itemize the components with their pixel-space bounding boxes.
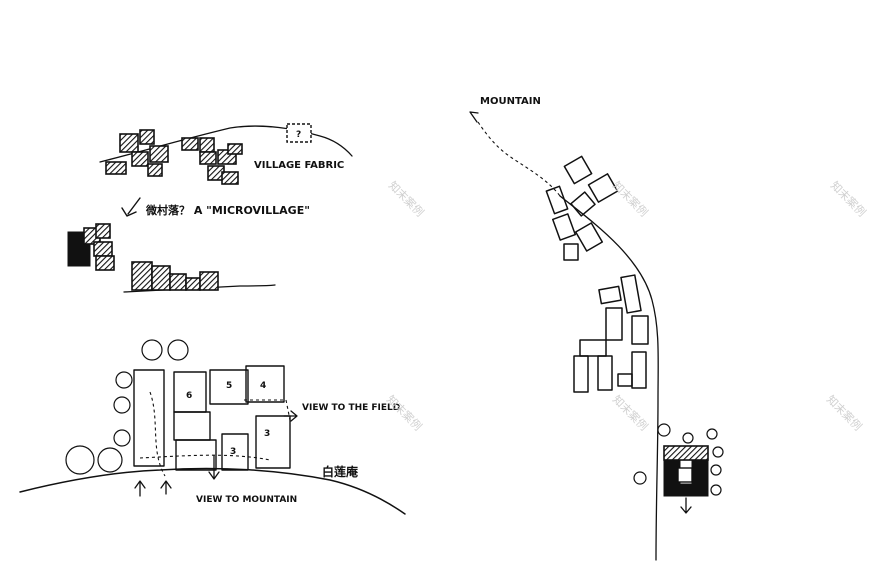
microvillage-arrow xyxy=(121,197,141,217)
plan-number-2: 5 xyxy=(226,381,232,391)
chinese-note-label: 白莲庵 xyxy=(322,464,359,479)
svg-text:?: ? xyxy=(296,130,301,140)
plan-number-4: 3 xyxy=(264,429,270,439)
view-to-the-field-label: VIEW TO THE FIELD xyxy=(302,403,400,413)
plan-number-3: 4 xyxy=(260,381,266,391)
watermark-2: 知末案例 xyxy=(610,178,651,219)
village-fabric-label: VILLAGE FABRIC xyxy=(254,160,344,171)
watermark-5: 知末案例 xyxy=(610,392,651,433)
village-fabric-sketch: ? VILLAGE FABRIC xyxy=(99,123,353,185)
courtyard-cluster xyxy=(633,423,724,514)
watermark-1: 知末案例 xyxy=(386,178,427,219)
site-plan-sketch: 6 5 4 3 3 xyxy=(19,339,406,515)
microvillage-label: 微村落？ A "MICROVILLAGE" xyxy=(145,203,310,217)
plan-number-1: 6 xyxy=(186,391,192,401)
mountain-path xyxy=(469,111,659,561)
mountain-label: MOUNTAIN xyxy=(480,96,541,107)
watermark-3: 知末案例 xyxy=(828,178,869,219)
microvillage-plan xyxy=(67,223,115,271)
path-village-buildings xyxy=(545,155,649,393)
microvillage-section xyxy=(123,261,276,293)
view-to-mountain-label: VIEW TO MOUNTAIN xyxy=(196,495,297,505)
plan-number-5: 3 xyxy=(230,447,236,457)
watermark-6: 知末案例 xyxy=(824,392,865,433)
